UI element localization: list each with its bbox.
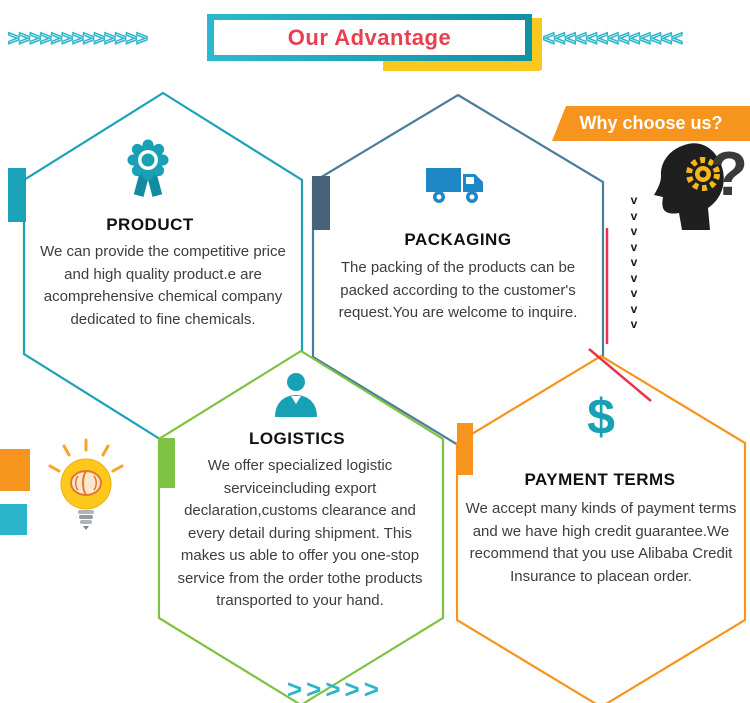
truck-icon bbox=[426, 168, 483, 203]
red-diagonal-line bbox=[588, 348, 652, 402]
left-teal-square bbox=[0, 504, 27, 535]
product-body: We can provide the competitive price and… bbox=[40, 243, 286, 328]
advantage-banner-inner: Our Advantage bbox=[214, 20, 525, 55]
head-silhouette bbox=[654, 143, 724, 230]
bottom-chevrons: >>>>> bbox=[287, 674, 383, 703]
right-chevrons: <<<<<<<<<<<<< bbox=[543, 28, 682, 50]
person-icon bbox=[275, 373, 317, 417]
why-choose-us-label: Why choose us? bbox=[579, 113, 723, 133]
dollar-icon: $ bbox=[587, 389, 615, 445]
packaging-accent-bar bbox=[312, 176, 330, 230]
packaging-title: PACKAGING bbox=[404, 230, 512, 249]
banner-yellow-underline bbox=[383, 58, 540, 71]
v-chevron-column: v v v v v v v v v bbox=[630, 193, 638, 331]
logistics-body: We offer specialized logistic serviceinc… bbox=[177, 457, 423, 609]
advantage-banner: Our Advantage bbox=[207, 14, 532, 61]
payment-title: PAYMENT TERMS bbox=[524, 470, 676, 489]
payment-accent-bar bbox=[457, 423, 473, 475]
logistics-title: LOGISTICS bbox=[248, 429, 346, 448]
gear-icon-hub bbox=[699, 170, 707, 178]
thinking-head-icon bbox=[654, 143, 724, 230]
question-mark-icon: ? bbox=[710, 140, 748, 209]
product-accent-bar bbox=[8, 168, 26, 222]
why-choose-us-banner: Why choose us? bbox=[552, 106, 750, 141]
left-chevrons: >>>>>>>>>>>>> bbox=[8, 28, 147, 50]
banner-yellow-side bbox=[529, 18, 542, 70]
logistics-accent-bar bbox=[160, 438, 175, 488]
medal-icon bbox=[127, 139, 169, 197]
product-title: PRODUCT bbox=[106, 215, 194, 234]
left-orange-square bbox=[0, 449, 30, 491]
payment-body: We accept many kinds of payment terms an… bbox=[465, 500, 737, 585]
packaging-body: The packing of the products can be packe… bbox=[338, 259, 578, 321]
page-title: Our Advantage bbox=[287, 24, 452, 50]
logistics-hexagon bbox=[157, 349, 445, 703]
gear-icon bbox=[686, 157, 720, 191]
lightbulb-brain-icon bbox=[48, 438, 124, 530]
